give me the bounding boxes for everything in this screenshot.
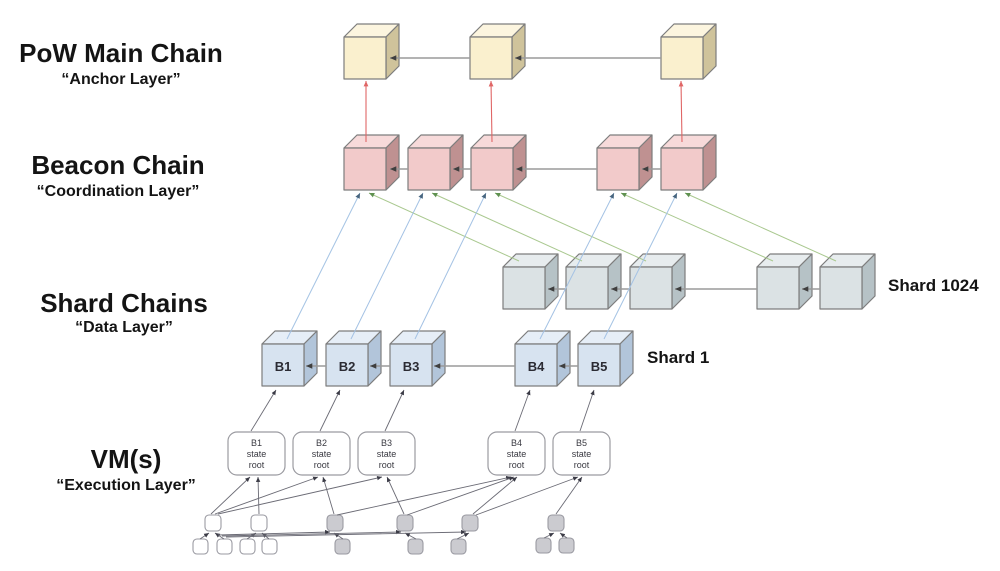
block-b5-label: B5: [591, 359, 608, 374]
trie-leaf-2: [216, 538, 233, 555]
pow-block-3: [660, 23, 717, 80]
state-root-b3-line2: root: [379, 460, 395, 470]
state-root-b2-line1: state: [312, 449, 332, 459]
trie-leaf-1: [192, 538, 209, 555]
shard-1024-row: [502, 253, 876, 310]
state-trie: [192, 514, 575, 555]
trie-node-d: [396, 514, 414, 532]
trie-leaf-6: [407, 538, 424, 555]
trie-leaf-5: [334, 538, 351, 555]
vm-layer-subtitle: “Execution Layer”: [56, 477, 196, 494]
trie-leaf-9: [558, 537, 575, 554]
state-root-b4-line1: state: [507, 449, 527, 459]
shard-1-row: B1 B2 B3 B4 B5: [261, 330, 634, 387]
state-root-b1-line2: root: [249, 460, 265, 470]
shard1024-block-1: [502, 253, 559, 310]
trie-node-f: [547, 514, 565, 532]
state-root-b1-line1: state: [247, 449, 267, 459]
trie-leaf-3: [239, 538, 256, 555]
state-root-to-block-arrows: [250, 389, 595, 432]
state-root-b3-line1: state: [377, 449, 397, 459]
anchor-arrows: [363, 80, 684, 143]
pow-main-chain-row: [343, 23, 717, 80]
layer-labels: PoW Main Chain “Anchor Layer” Beacon Cha…: [19, 38, 223, 494]
leaf-to-trie-arrows: [199, 529, 568, 540]
vm-layer-title: VM(s): [91, 444, 162, 474]
pow-layer-title: PoW Main Chain: [19, 38, 223, 68]
shard1024-block-4: [756, 253, 813, 310]
trie-leaf-8: [535, 537, 552, 554]
state-root-b1-title: B1: [251, 438, 262, 448]
beacon-block-3: [470, 134, 527, 191]
trie-leaf-4: [261, 538, 278, 555]
state-root-b1: B1 state root: [227, 431, 286, 476]
pow-block-2: [469, 23, 526, 80]
beacon-block-1: [343, 134, 400, 191]
shard-1024-crosslinks: [368, 192, 837, 262]
beacon-block-5: [660, 134, 717, 191]
state-root-b3-title: B3: [381, 438, 392, 448]
state-root-b5-line1: state: [572, 449, 592, 459]
shard-1-label: Shard 1: [647, 348, 709, 367]
state-root-b4-title: B4: [511, 438, 522, 448]
beacon-block-2: [407, 134, 464, 191]
beacon-layer-subtitle: “Coordination Layer”: [37, 183, 200, 200]
shard1024-block-5: [819, 253, 876, 310]
state-root-b3: B3 state root: [357, 431, 416, 476]
state-root-b4: B4 state root: [487, 431, 546, 476]
pow-block-1: [343, 23, 400, 80]
trie-to-state-root-arrows: [210, 475, 583, 516]
state-root-b2-title: B2: [316, 438, 327, 448]
trie-node-e: [461, 514, 479, 532]
state-root-b5: B5 state root: [552, 431, 611, 476]
trie-node-c: [326, 514, 344, 532]
beacon-chain-row: [343, 134, 717, 191]
shard-1024-label: Shard 1024: [888, 276, 979, 295]
block-b1-label: B1: [275, 359, 292, 374]
state-root-b5-line2: root: [574, 460, 590, 470]
state-root-b2-line2: root: [314, 460, 330, 470]
block-b2-label: B2: [339, 359, 356, 374]
shard-1-crosslinks: [286, 192, 678, 340]
trie-node-b: [250, 514, 268, 532]
trie-leaf-7: [450, 538, 467, 555]
shard1024-block-3: [629, 253, 686, 310]
shard1024-block-2: [565, 253, 622, 310]
state-root-boxes: B1 state root B2 state root B3 state roo…: [227, 431, 611, 476]
pow-layer-subtitle: “Anchor Layer”: [61, 71, 180, 88]
block-b4-label: B4: [528, 359, 545, 374]
state-root-b2: B2 state root: [292, 431, 351, 476]
state-root-b5-title: B5: [576, 438, 587, 448]
block-b3-label: B3: [403, 359, 420, 374]
beacon-layer-title: Beacon Chain: [31, 150, 204, 180]
state-root-b4-line2: root: [509, 460, 525, 470]
trie-node-a: [204, 514, 222, 532]
shard-layer-title: Shard Chains: [40, 288, 208, 318]
beacon-block-4: [596, 134, 653, 191]
shard-layer-subtitle: “Data Layer”: [75, 319, 173, 336]
